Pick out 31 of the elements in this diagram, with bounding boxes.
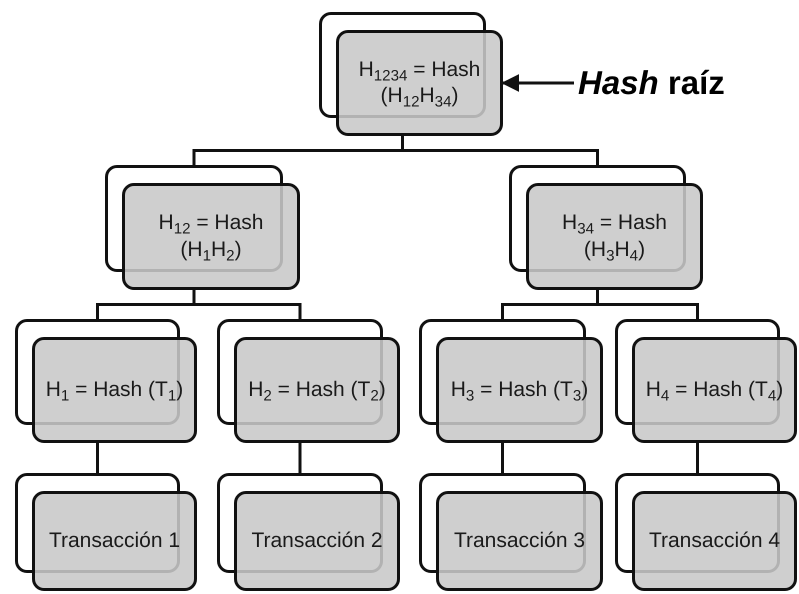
stacked-card [217,319,400,443]
stacked-card [615,319,797,443]
node-text: H$_{2}$ = Hash (T$_{2}$) [248,376,386,404]
connector-line [501,443,504,473]
node-text: H$_{1234}$ = Hash (H$_{12}$H$_{34}$) [358,56,482,110]
node-text: H$_{3}$ = Hash (T$_{3}$) [450,376,588,404]
stacked-card [105,165,300,290]
connector-line [298,443,302,473]
stacked-card [15,473,197,591]
stacked-card [615,473,797,591]
stacked-card [509,165,703,290]
stacked-card [217,473,400,591]
node-text: Transacción 2 [251,528,383,554]
connector-line [192,290,302,319]
node-text: Transacción 3 [454,528,586,554]
connector-line [401,136,599,165]
callout-label: Hash raíz [578,64,725,102]
node-text: H$_{1}$ = Hash (T$_{1}$) [46,376,184,404]
node-text: Transacción 4 [648,528,780,554]
stacked-card [319,12,503,136]
node-text: H$_{4}$ = Hash (T$_{4}$) [646,376,784,404]
stacked-card [419,319,603,443]
connector-line [596,290,699,319]
stacked-card [419,473,603,591]
stacked-card [15,319,197,443]
connector-line [96,443,99,473]
node-text: H$_{12}$ = Hash (H$_{1}$H$_{2}$) [158,210,264,263]
node-text: H$_{34}$ = Hash (H$_{3}$H$_{4}$) [561,210,668,263]
node-text: Transacción 1 [48,528,180,554]
connector-line [696,443,699,473]
arrow [501,74,574,92]
